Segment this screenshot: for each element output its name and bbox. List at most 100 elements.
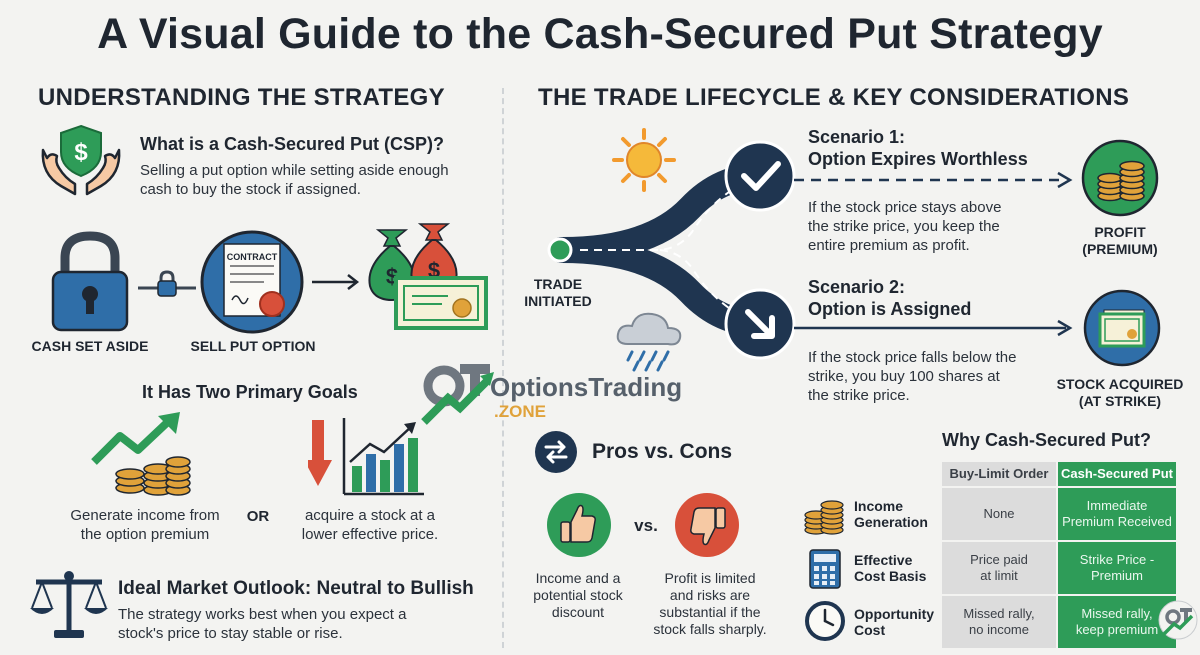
- cons-line-1: Profit is limited: [664, 570, 756, 586]
- income-growth-icon: [90, 410, 195, 498]
- scenario-1-title-line-1: Scenario 1:: [808, 127, 906, 147]
- cell-opportunity-csp: Missed rally, keep premium: [1058, 596, 1176, 648]
- row-cost-basis-label: Effective Cost Basis: [854, 552, 926, 584]
- csp-title: What is a Cash-Secured Put (CSP)?: [140, 134, 445, 154]
- watermark-sub: .ZONE: [494, 402, 546, 421]
- cell-income-csp-2: Premium Received: [1062, 514, 1172, 529]
- hands-shield-icon: $: [35, 122, 127, 202]
- money-bags-icon: $ $: [362, 222, 492, 334]
- scenario-1-desc: If the stock price stays above the strik…: [808, 198, 1001, 255]
- left-section-heading: UNDERSTANDING THE STRATEGY: [38, 84, 445, 111]
- pros-line-2: potential stock: [533, 587, 623, 603]
- cell-income-csp: Immediate Premium Received: [1058, 488, 1176, 540]
- acquire-chart-icon: [304, 414, 428, 498]
- profit-label-line-1: PROFIT: [1094, 224, 1146, 240]
- cell-cost-buy-limit-1: Price paid: [970, 552, 1028, 567]
- dashed-arrow-profit: [794, 170, 1076, 190]
- page-title: A Visual Guide to the Cash-Secured Put S…: [97, 10, 1103, 58]
- scenario-2-desc-3: the strike price.: [808, 387, 910, 404]
- watermark-brand: OptionsTrading: [490, 372, 683, 402]
- stock-label-line-1: STOCK ACQUIRED: [1056, 376, 1184, 392]
- trade-path-diagram: [540, 128, 840, 378]
- cell-opportunity-buy-limit-2: no income: [969, 622, 1029, 637]
- padlock-icon: [45, 230, 135, 335]
- coins-stack-icon: [1080, 138, 1160, 218]
- cell-cost-csp: Strike Price - Premium: [1058, 542, 1176, 594]
- csp-desc-1: Selling a put option while setting aside…: [140, 162, 449, 179]
- table-header-csp: Cash-Secured Put: [1058, 462, 1176, 486]
- svg-text:$: $: [74, 139, 88, 166]
- scenario-2-title-line-2: Option is Assigned: [808, 299, 972, 319]
- row-opportunity-label-1: Opportunity: [854, 606, 935, 622]
- scenario-1-desc-3: entire premium as profit.: [808, 237, 970, 254]
- arrow-right-icon: [312, 272, 360, 292]
- cell-cost-buy-limit-2: at limit: [980, 568, 1018, 583]
- stock-label-line-2: (AT STRIKE): [1078, 393, 1162, 409]
- cons-text: Profit is limited and risks are substant…: [644, 570, 776, 638]
- scenario-2-desc-2: strike, you buy 100 shares at: [808, 368, 1000, 385]
- clock-icon: [804, 600, 846, 642]
- row-income-label-1: Income: [854, 498, 904, 514]
- row-opportunity-label-2: Cost: [854, 622, 886, 638]
- corner-logo-icon: [1158, 600, 1198, 640]
- scenario-2-title-line-1: Scenario 2:: [808, 277, 906, 297]
- row-cost-basis-label-2: Cost Basis: [854, 568, 927, 584]
- cons-line-4: stock falls sharply.: [653, 621, 767, 637]
- goals-title: It Has Two Primary Goals: [142, 382, 358, 402]
- cell-cost-buy-limit: Price paid at limit: [942, 542, 1056, 594]
- trade-initiated-line-2: INITIATED: [524, 293, 592, 309]
- scenario-2-title: Scenario 2: Option is Assigned: [808, 276, 971, 320]
- thumbs-down-icon: [674, 492, 740, 558]
- rain-cloud-icon: [614, 308, 686, 372]
- thumbs-up-icon: [546, 492, 612, 558]
- balance-scale-icon: [28, 568, 110, 640]
- goal-income-1: Generate income from: [70, 507, 220, 524]
- section-divider: [502, 88, 504, 648]
- small-lock-icon: [138, 270, 196, 300]
- put-contract-icon: [198, 228, 306, 336]
- trade-initiated-line-1: TRADE: [533, 276, 583, 292]
- solid-arrow-stock: [794, 318, 1076, 338]
- profit-label-line-2: (PREMIUM): [1082, 241, 1158, 257]
- cell-income-buy-limit: None: [942, 488, 1056, 540]
- vs-label: vs.: [634, 516, 658, 535]
- scenario-2-desc: If the stock price falls below the strik…: [808, 348, 1016, 405]
- scenario-1-desc-2: the strike price, you keep the: [808, 218, 1000, 235]
- cell-cost-csp-2: Premium: [1090, 568, 1143, 583]
- calculator-icon: [808, 548, 842, 590]
- goal-income-2: the option premium: [80, 526, 210, 543]
- pros-line-3: discount: [551, 604, 605, 620]
- cell-opportunity-csp-2: keep premium: [1075, 622, 1159, 637]
- cell-income-csp-1: Immediate: [1086, 498, 1148, 513]
- goal-acquire-2: lower effective price.: [301, 526, 439, 543]
- stock-acquired-label: STOCK ACQUIRED (AT STRIKE): [1048, 376, 1192, 410]
- row-cost-basis-label-1: Effective: [854, 552, 913, 568]
- outlook-desc-1: The strategy works best when you expect …: [118, 606, 407, 623]
- outlook-desc-2: stock's price to stay stable or rise.: [118, 625, 343, 642]
- row-income-label-2: Generation: [854, 514, 928, 530]
- table-header-buy-limit: Buy-Limit Order: [942, 462, 1056, 486]
- goal-acquire-1: acquire a stock at a: [304, 507, 436, 524]
- cons-line-3: substantial if the: [659, 604, 761, 620]
- stock-certificate-icon: [1082, 288, 1162, 368]
- why-title: Why Cash-Secured Put?: [942, 430, 1152, 450]
- row-income-label: Income Generation: [854, 498, 928, 530]
- profit-premium-label: PROFIT (PREMIUM): [1056, 224, 1184, 258]
- scenario-2-desc-1: If the stock price falls below the: [808, 349, 1017, 366]
- cell-opportunity-csp-1: Missed rally,: [1081, 606, 1153, 621]
- scenario-1-title-line-2: Option Expires Worthless: [808, 149, 1028, 169]
- scenario-1-title: Scenario 1: Option Expires Worthless: [808, 126, 1028, 170]
- pros-text: Income and a potential stock discount: [516, 570, 640, 621]
- options-trading-logo-icon: [420, 356, 500, 428]
- sell-put-label: SELL PUT OPTION: [190, 338, 316, 354]
- outlook-title: Ideal Market Outlook: Neutral to Bullish: [118, 578, 474, 599]
- contract-word: CONTRACT: [226, 252, 278, 262]
- swap-arrows-icon: [534, 430, 578, 474]
- row-opportunity-label: Opportunity Cost: [854, 606, 934, 638]
- sun-icon: [612, 128, 676, 192]
- coins-icon: [802, 496, 846, 536]
- cell-opportunity-buy-limit-1: Missed rally,: [963, 606, 1035, 621]
- cell-cost-csp-1: Strike Price -: [1079, 552, 1155, 567]
- cons-line-2: and risks are: [669, 587, 751, 603]
- csp-desc-2: cash to buy the stock if assigned.: [140, 181, 361, 198]
